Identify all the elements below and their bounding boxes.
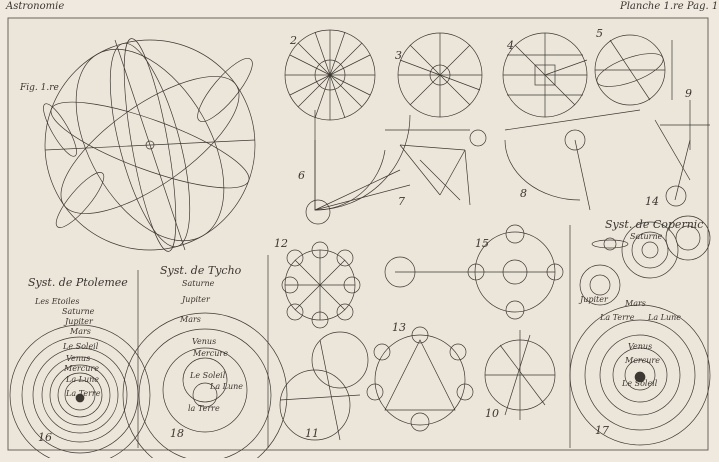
- copernic-title: Syst. de Copernic: [605, 219, 703, 230]
- fig-number-13: 13: [392, 322, 406, 333]
- ptolemy-item-1: Saturne: [62, 308, 94, 316]
- copernic-item-0: Saturne: [630, 233, 662, 241]
- tycho-item-7: la Terre: [188, 405, 220, 413]
- ptolemy-item-6: Mercure: [64, 365, 99, 373]
- fig-number-15: 15: [475, 238, 489, 249]
- figure-1-label: Fig. 1.re: [20, 84, 59, 93]
- tycho-item-0: Saturne: [182, 280, 214, 288]
- fig-number-5: 5: [596, 28, 603, 39]
- copernic-item-4: La Lune: [648, 314, 681, 322]
- fig-number-10: 10: [485, 408, 499, 419]
- ptolemy-item-4: Le Soleil: [63, 343, 98, 351]
- tycho-item-4: Mercure: [193, 350, 228, 358]
- copernic-item-2: Mars: [625, 300, 646, 308]
- fig-number-14: 14: [645, 196, 659, 207]
- fig-number-8: 8: [520, 188, 527, 199]
- copernic-item-5: Venus: [628, 343, 652, 351]
- fig-number-11: 11: [305, 428, 319, 439]
- fig-number-12: 12: [274, 238, 288, 249]
- tycho-item-2: Mars: [180, 316, 201, 324]
- ptolemy-item-5: Venus: [66, 355, 90, 363]
- ptolemy-item-3: Mars: [70, 328, 91, 336]
- fig-number-7: 7: [398, 196, 405, 207]
- figure-3: [398, 33, 482, 117]
- copernic-item-7: Le Soleil: [622, 380, 657, 388]
- ptolemy-item-8: La Terre: [66, 390, 100, 398]
- ptolemy-title: Syst. de Ptolemee: [28, 277, 128, 288]
- header-left: Astronomie: [6, 2, 64, 12]
- tycho-title: Syst. de Tycho: [160, 265, 241, 276]
- tycho-number: 18: [170, 428, 184, 439]
- fig-number-2: 2: [290, 35, 297, 46]
- ptolemy-item-7: La Lune: [66, 376, 99, 384]
- fig-number-4: 4: [507, 40, 514, 51]
- fig-number-9: 9: [685, 88, 692, 99]
- fig-number-3: 3: [395, 50, 402, 61]
- tycho-item-5: Le Soleil: [190, 372, 225, 380]
- figure-2: [285, 30, 375, 120]
- ptolemy-item-0: Les Etoiles: [35, 298, 80, 306]
- ptolemy-item-2: Jupiter: [65, 318, 93, 326]
- tycho-item-1: Jupiter: [182, 296, 210, 304]
- copernic-number: 17: [595, 425, 609, 436]
- header-right: Planche 1.re Pag. 116: [620, 2, 719, 12]
- fig-number-6: 6: [298, 170, 305, 181]
- copernic-item-6: Mercure: [625, 357, 660, 365]
- copernic-item-3: La Terre: [600, 314, 634, 322]
- tycho-item-6: La Lune: [210, 383, 243, 391]
- ptolemy-number: 16: [38, 432, 52, 443]
- copernic-item-1: Jupiter: [580, 296, 608, 304]
- tycho-item-3: Venus: [192, 338, 216, 346]
